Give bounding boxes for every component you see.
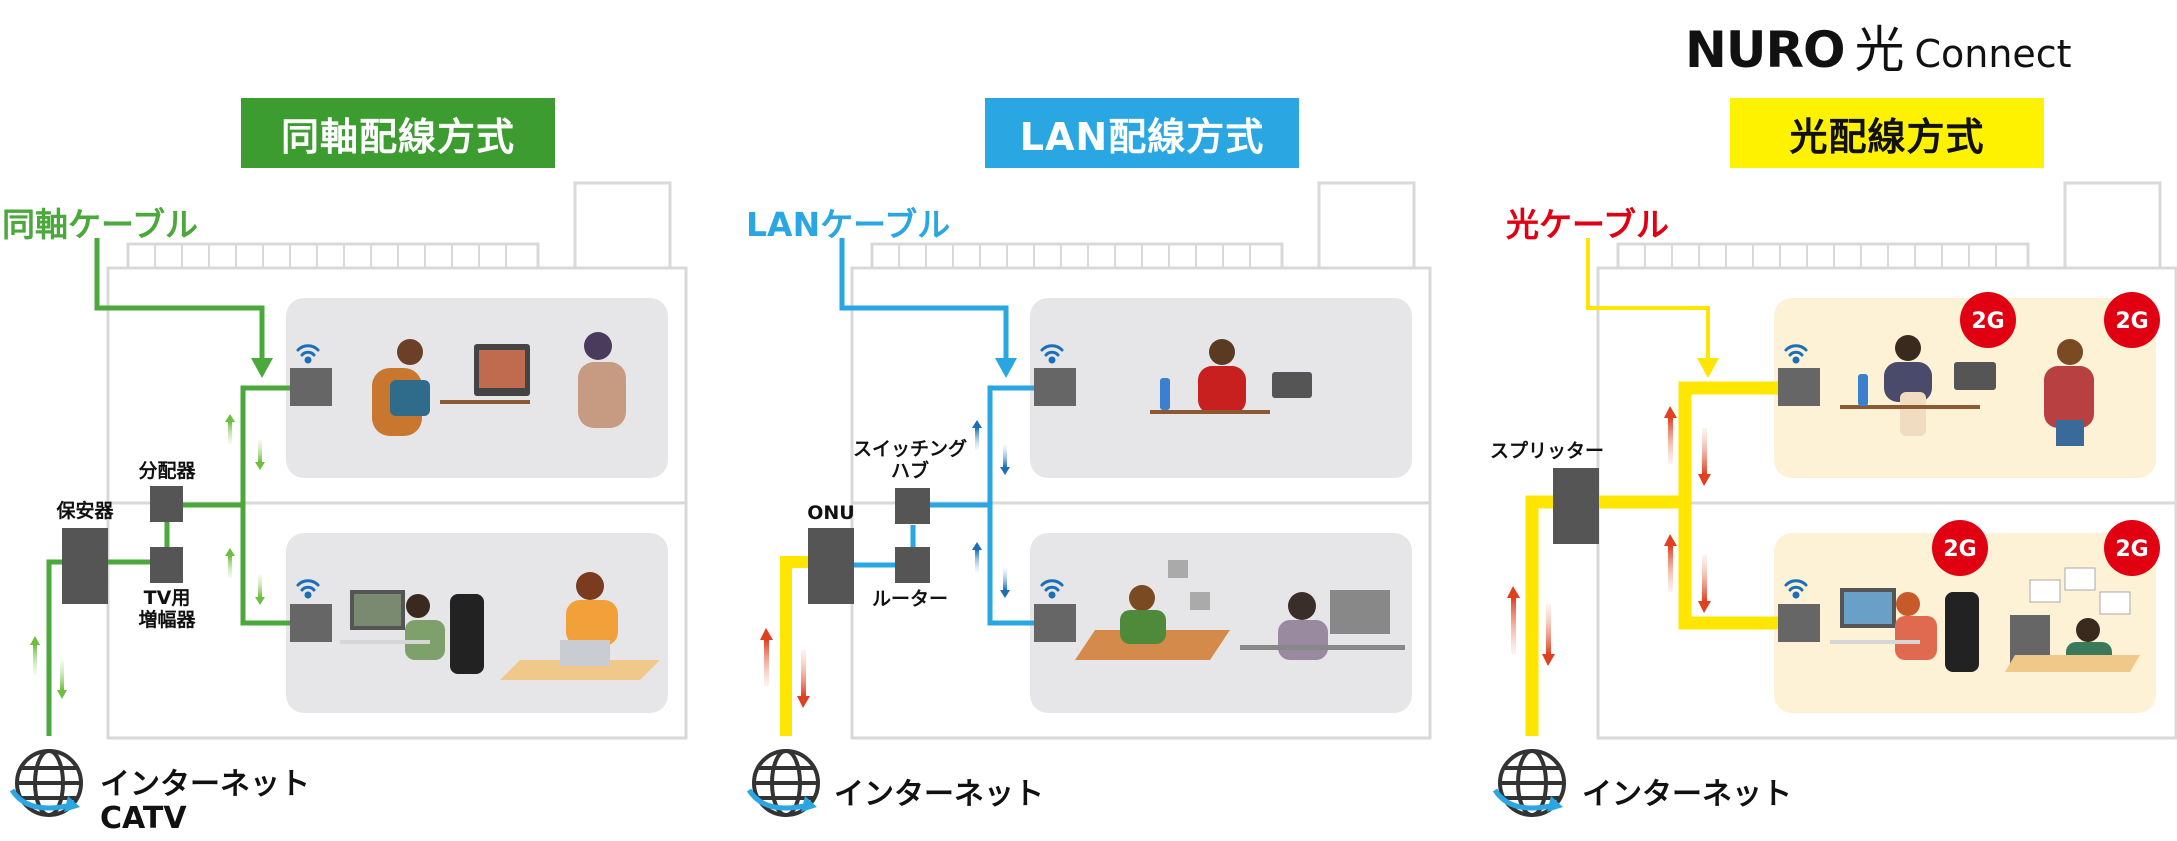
router-device-upper [1034, 368, 1076, 406]
person-using-phone-illustration [2044, 339, 2094, 446]
internet-globe-icon [9, 749, 83, 817]
router-device-upper [290, 368, 332, 406]
downstream-arrowhead [1697, 358, 1719, 378]
upload-arrow [760, 420, 982, 686]
onu-device-upper [1778, 368, 1820, 406]
wifi-icon [1784, 579, 1808, 599]
panel-title-lan: LAN配線方式 [985, 98, 1299, 168]
fiber-incoming-line [780, 556, 808, 736]
internet-label: インターネット [834, 777, 1044, 812]
svg-text:2G: 2G [1943, 537, 1976, 562]
download-arrow [1542, 428, 1711, 666]
wifi-icon [296, 344, 320, 364]
splitter-label: スプリッター [1489, 440, 1604, 462]
switching-hub-label-line1: スイッチング [852, 438, 967, 460]
2g-badge: 2G [1960, 292, 2016, 348]
svg-text:2G: 2G [2115, 309, 2148, 334]
person-tired-at-pc-illustration [1240, 590, 1405, 660]
amp-label-line2: 増幅器 [138, 609, 196, 631]
person-on-phone-call-illustration [372, 339, 530, 436]
upload-arrow [30, 414, 235, 675]
svg-text:2G: 2G [1971, 309, 2004, 334]
splitter-device [1553, 468, 1599, 544]
person-at-table-with-tablet-illustration [1150, 339, 1312, 414]
video-monitor-illustration [474, 344, 530, 396]
optical-thin-line [1586, 238, 1710, 358]
protector-device [62, 528, 108, 604]
wifi-icon [1784, 344, 1808, 364]
brand-name: NURO [1685, 21, 1845, 79]
router-device-lower [290, 604, 332, 642]
brand-kanji: 光 [1854, 21, 1905, 79]
lan-cable [839, 238, 1034, 626]
room-lower [1030, 533, 1412, 713]
panel-coax [9, 181, 688, 817]
brand-logo: NURO 光 Connect [1685, 10, 2072, 79]
onu-label: ONU [807, 502, 855, 524]
download-arrow [57, 440, 265, 699]
gamer-at-pc-illustration [1830, 588, 1979, 672]
video-conference-illustration [2005, 567, 2140, 672]
2g-badge: 2G [1932, 520, 1988, 576]
gamer-at-pc-illustration [340, 590, 484, 674]
wifi-icon [1040, 344, 1064, 364]
internet-globe-icon [1492, 749, 1566, 817]
person-at-drafting-desk-illustration [1075, 560, 1230, 660]
optical-cable [1525, 381, 1778, 736]
brand-suffix: Connect [1914, 32, 2072, 76]
2g-badge: 2G [2104, 292, 2160, 348]
catv-label: CATV [100, 801, 187, 836]
cable-label-optical: 光ケーブル [1506, 205, 1670, 244]
internet-label: インターネット [100, 767, 310, 802]
internet-globe-icon [746, 749, 820, 817]
wifi-icon [1040, 579, 1064, 599]
person-stressed-at-laptop-illustration [500, 572, 660, 680]
wifi-icon [296, 579, 320, 599]
internet-label: インターネット [1582, 777, 1792, 812]
switching-hub-device [895, 488, 930, 524]
downstream-arrowhead [251, 358, 273, 378]
cable-label-lan: LANケーブル [746, 205, 951, 244]
svg-text:2G: 2G [2115, 537, 2148, 562]
splitter-device [150, 486, 183, 522]
person-using-phone-illustration [578, 332, 626, 428]
panel-title-optical: 光配線方式 [1730, 98, 2044, 168]
panel-lan [746, 181, 1432, 817]
upload-arrow [1507, 406, 1677, 654]
splitter-label: 分配器 [138, 460, 196, 482]
switching-hub-label-line2: ハブ [890, 460, 929, 482]
downstream-arrowhead [995, 358, 1017, 378]
amp-label-line1: TV用 [143, 587, 191, 609]
download-arrow [797, 445, 1010, 708]
panel-optical: 2G 2G 2G 2G [1492, 181, 2177, 817]
amp-device [150, 547, 183, 583]
onu-device [808, 528, 854, 604]
2g-badge: 2G [2104, 520, 2160, 576]
protector-label: 保安器 [56, 500, 114, 522]
onu-device-lower [1778, 604, 1820, 642]
panel-title-coax: 同軸配線方式 [241, 98, 555, 168]
cable-label-coax: 同軸ケーブル [2, 205, 199, 244]
router-label: ルーター [871, 588, 948, 610]
person-relaxed-with-tablet-illustration [1840, 335, 1996, 436]
router-device-lower [1034, 604, 1076, 642]
router-device [895, 547, 930, 583]
building-outline [106, 181, 688, 740]
